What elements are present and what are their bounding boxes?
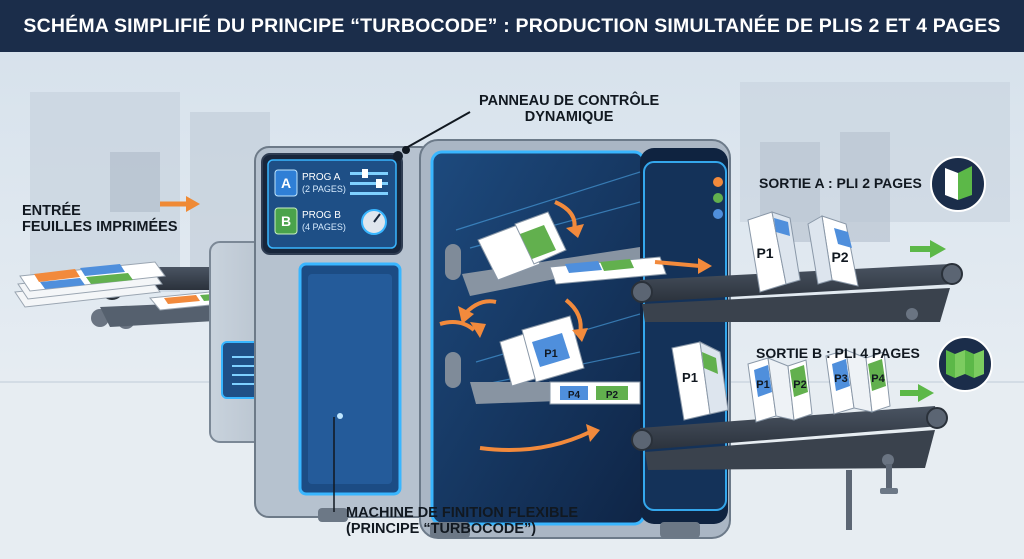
output-b-page-label: P2 [793,379,806,391]
inner-page-labels: P1 P4 P2 [544,348,618,401]
output-b-page-label: P1 [756,379,769,391]
output-a-pli-1: P1 [747,211,801,293]
output-b-page-label: P1 [682,370,698,385]
title-bar: SCHÉMA SIMPLIFIÉ DU PRINCIPE “TURBOCODE”… [0,0,1024,52]
output-b-pli-3: P3 P4 [825,349,891,415]
prog-b-badge: B [281,213,291,229]
output-a-label: SORTIE A : PLI 2 PAGES [759,175,922,191]
machine-label: MACHINE DE FINITION FLEXIBLE (PRINCIPE “… [346,505,578,538]
machine-illustration: A PROG A (2 PAGES) B PROG B (4 PAGES) [0,52,1024,559]
diagram-title: SCHÉMA SIMPLIFIÉ DU PRINCIPE “TURBOCODE”… [23,14,1001,37]
inner-page-label: P2 [606,390,619,401]
prog-b-detail: (4 PAGES) [302,222,346,232]
prog-a-name: PROG A [302,172,341,183]
slider-knob [376,179,382,188]
output-a-conveyor: P1 P2 [631,211,963,322]
inner-page-label: P1 [544,348,557,360]
output-b-page-label: P4 [871,373,885,385]
output-b-conveyor: P1 P1 P2 P3 P4 [631,341,948,530]
output-b-label: SORTIE B : PLI 4 PAGES [756,345,920,361]
slider-knob [362,169,368,178]
output-b-fold-icon [937,336,993,392]
output-b-page-label: P3 [834,373,847,385]
control-panel: A PROG A (2 PAGES) B PROG B (4 PAGES) [261,151,403,255]
output-a-page-label: P2 [831,249,848,265]
input-arrow [160,196,200,212]
input-label: ENTRÉE FEUILLES IMPRIMÉES [22,203,178,236]
prog-a-detail: (2 PAGES) [302,184,346,194]
output-b-pli-1: P1 [671,341,729,421]
output-a-pli-2: P2 [807,215,859,287]
output-a-page-label: P1 [756,245,773,261]
prog-b-name: PROG B [302,210,341,221]
output-a-fold-icon [930,156,986,212]
panel-label: PANNEAU DE CONTRÔLE DYNAMIQUE [479,93,660,126]
inner-page-label: P4 [568,390,581,401]
output-b-pli-2: P1 P2 [747,357,813,423]
leader-lines [333,111,471,512]
prog-a-badge: A [281,175,291,191]
input-sheet-stack [14,261,166,308]
